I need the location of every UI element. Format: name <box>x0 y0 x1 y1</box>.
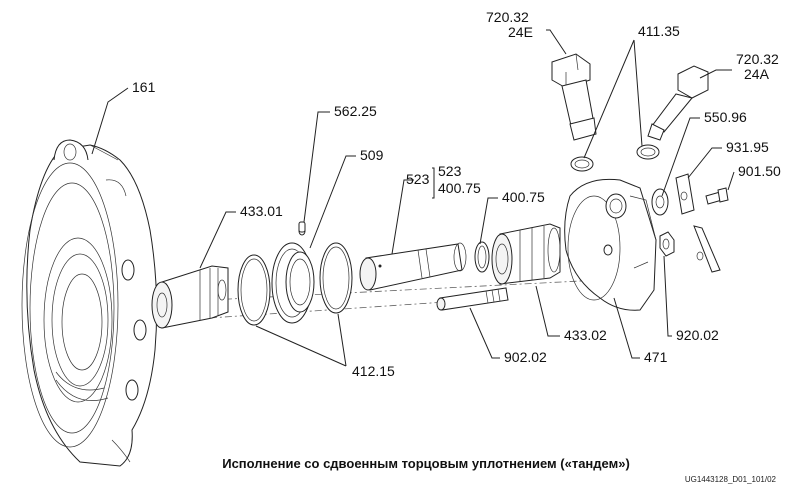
part-411-35-seal-ring-b <box>636 144 660 160</box>
label-550-96: 550.96 <box>704 109 747 125</box>
part-509-ring <box>271 226 315 324</box>
part-523-sleeve <box>359 242 467 291</box>
part-901-50-bolt <box>705 187 729 205</box>
part-902-02-stud <box>436 287 509 311</box>
label-433-02: 433.02 <box>564 327 607 343</box>
drawing-code: UG1443128_D01_101/02 <box>685 475 777 484</box>
label-901-50: 901.50 <box>738 163 781 179</box>
part-433-02-seal <box>491 223 561 285</box>
label-720-32-24a-line2: 24A <box>744 66 770 82</box>
part-412-15-oring-a <box>237 254 271 326</box>
part-411-35-seal-ring-a <box>570 156 594 172</box>
part-400-75-gasket <box>474 241 490 273</box>
part-471-seal-cover <box>564 178 657 311</box>
label-433-01: 433.01 <box>240 203 283 219</box>
part-433-01-seal <box>151 265 229 329</box>
label-509: 509 <box>360 147 384 163</box>
part-720-32-24a-plug <box>647 65 709 141</box>
part-562-25-pin <box>298 221 306 233</box>
label-523-group-top: 523 <box>438 163 462 179</box>
leader-lines <box>91 29 735 367</box>
label-400-75: 400.75 <box>502 189 545 205</box>
label-902-02: 902.02 <box>504 349 547 365</box>
label-471: 471 <box>644 349 668 365</box>
stud-axis <box>179 299 476 321</box>
label-931-95: 931.95 <box>726 139 769 155</box>
label-562-25: 562.25 <box>334 103 377 119</box>
caption: Исполнение со сдвоенным торцовым уплотне… <box>222 456 630 471</box>
label-523-group-bottom: 400.75 <box>438 180 481 196</box>
part-931-95-lock-plate <box>675 173 721 273</box>
label-412-15: 412.15 <box>352 363 395 379</box>
part-920-02-nut <box>659 231 675 257</box>
label-720-32-24a-line1: 720.32 <box>736 51 779 67</box>
part-720-32-24e-plug <box>551 53 597 141</box>
label-720-32-24e-line1: 720.32 <box>486 9 529 25</box>
label-920-02: 920.02 <box>676 327 719 343</box>
label-161: 161 <box>132 79 156 95</box>
part-550-96-washer <box>651 188 669 216</box>
label-411-35: 411.35 <box>638 23 680 39</box>
label-720-32-24e-line2: 24E <box>508 24 533 40</box>
part-161-cover <box>21 139 158 467</box>
label-523: 523 <box>406 171 430 187</box>
part-412-15-oring-b <box>319 242 353 314</box>
